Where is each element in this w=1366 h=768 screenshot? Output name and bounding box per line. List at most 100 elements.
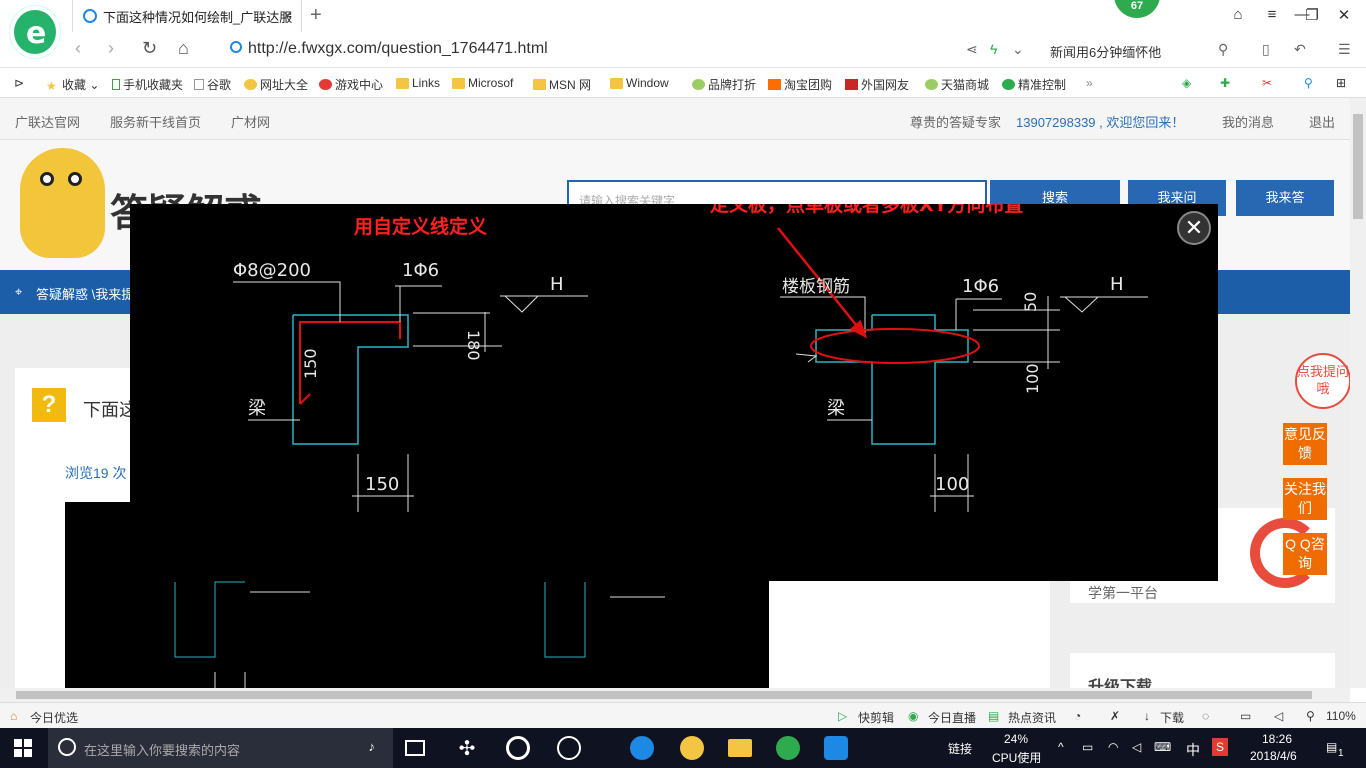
window-icon[interactable]: ▭ <box>1240 709 1252 723</box>
zoom-level[interactable]: 110% <box>1326 709 1356 723</box>
main-menu-icon[interactable]: ☰ <box>1338 41 1351 57</box>
qq-consult-button[interactable]: Q Q咨询 <box>1283 533 1327 575</box>
download-link[interactable]: 下载 <box>1160 711 1185 725</box>
news-ticker[interactable]: 新闻用6分钟缅怀他 <box>1050 45 1162 60</box>
feedback-button[interactable]: 意见反馈 <box>1283 423 1327 465</box>
menu-icon[interactable]: ≡ <box>1267 6 1277 23</box>
bookmark-links[interactable]: Links <box>396 76 440 90</box>
microphone-icon[interactable]: ♪ <box>368 739 376 754</box>
360-browser-taskbar-icon[interactable] <box>776 736 800 760</box>
forward-icon[interactable]: › <box>108 38 114 58</box>
quick-cut-link[interactable]: 快剪辑 <box>858 711 895 725</box>
url-text: http://e.fwxgx.com/question_1764471.html <box>248 40 548 57</box>
chevron-down-icon[interactable]: ⌄ <box>1012 41 1024 57</box>
speed-icon[interactable]: ◔ <box>1074 709 1082 723</box>
bookmark-taobao[interactable]: 淘宝团购 <box>768 76 832 93</box>
restore-button[interactable]: ❐ <box>1305 7 1319 24</box>
share-icon[interactable]: ⋖ <box>966 41 978 57</box>
close-window-button[interactable]: ✕ <box>1337 7 1351 24</box>
bookmark-brand-discount[interactable]: 品牌打折 <box>692 76 756 93</box>
bookmark-google[interactable]: 谷歌 <box>194 76 231 93</box>
my-messages-link[interactable]: 我的消息 <box>1222 115 1275 130</box>
hot-news-link[interactable]: 热点资讯 <box>1008 711 1057 725</box>
sidebar-toggle-icon[interactable]: ⊳ <box>14 76 25 90</box>
scissors-icon[interactable]: ✂ <box>1262 76 1273 90</box>
link-service-home[interactable]: 服务新干线首页 <box>110 115 202 130</box>
lightning-icon[interactable]: ϟ <box>990 41 998 57</box>
link-material-net[interactable]: 广材网 <box>231 115 271 130</box>
bookmark-favorites[interactable]: ★收藏 ⌄ <box>46 77 100 94</box>
horizontal-scrollbar[interactable] <box>0 688 1350 702</box>
task-view-icon[interactable] <box>405 740 425 756</box>
translate-icon[interactable]: ✚ <box>1220 76 1231 90</box>
ime-indicator[interactable]: 中 <box>1186 742 1200 758</box>
tray-chevron-icon[interactable]: ^ <box>1058 740 1064 754</box>
bookmark-foreign-friends[interactable]: 外国网友 <box>845 76 909 93</box>
clean-icon[interactable]: ◌ <box>1202 709 1210 723</box>
battery-icon[interactable]: ▭ <box>1082 740 1094 754</box>
home-icon[interactable]: ⌂ <box>178 38 189 58</box>
follow-us-button[interactable]: 关注我们 <box>1283 478 1327 520</box>
browser-tab[interactable]: 下面这种情况如何绘制_广联达服 ✕ <box>72 0 302 32</box>
upgrade-card[interactable]: 升级下载 <box>1070 653 1335 688</box>
keyboard-icon[interactable]: ⌨ <box>1154 740 1172 754</box>
ie-icon[interactable] <box>506 736 530 760</box>
vertical-scroll-thumb[interactable] <box>1353 114 1363 219</box>
speaker-icon[interactable]: ◁ <box>1132 740 1142 754</box>
back-icon[interactable]: ‹ <box>75 38 81 58</box>
breadcrumb[interactable]: 答疑解惑 \我来提 <box>36 287 135 302</box>
slab-rebar-label: 楼板钢筋 <box>782 277 850 297</box>
fan-icon[interactable]: ✣ <box>458 738 476 760</box>
right-top-bar-label: 1Φ6 <box>962 276 999 297</box>
file-explorer-icon[interactable] <box>728 739 752 757</box>
windows-start-icon[interactable] <box>14 739 32 757</box>
notification-badge[interactable]: 67 <box>1114 0 1160 18</box>
bookmark-microsoft[interactable]: Microsof <box>452 76 513 90</box>
bookmark-games[interactable]: 游戏中心 <box>319 76 383 93</box>
answer-question-button[interactable]: 我来答 <box>1236 180 1334 216</box>
lightbox-close-button[interactable]: ✕ <box>1177 211 1211 245</box>
sogou-icon[interactable]: S <box>1212 738 1229 756</box>
horizontal-scroll-thumb[interactable] <box>16 691 1312 699</box>
link-glodon-official[interactable]: 广联达官网 <box>15 115 81 130</box>
tab-close-icon[interactable]: ✕ <box>282 8 293 23</box>
tools-icon[interactable]: ✗ <box>1110 709 1121 723</box>
clock-date[interactable]: 2018/4/6 <box>1250 749 1297 763</box>
shield-icon[interactable]: ◈ <box>1182 76 1192 90</box>
volume-icon[interactable]: ◁ <box>1274 709 1284 723</box>
user-greeting[interactable]: 13907298339 , 欢迎您回来！ <box>1016 115 1185 130</box>
internet-explorer-icon[interactable] <box>680 736 704 760</box>
bookmark-precision[interactable]: 精准控制 <box>1002 76 1066 93</box>
more-bookmarks-icon[interactable]: » <box>1086 76 1093 90</box>
bookmark-mobile[interactable]: 手机收藏夹 <box>112 76 183 93</box>
wifi-icon[interactable]: ◠ <box>1108 740 1119 754</box>
vertical-scrollbar[interactable] <box>1350 98 1366 688</box>
search-icon[interactable]: ⚲ <box>1218 41 1229 57</box>
shirt-skin-icon[interactable]: ⌂ <box>1233 6 1243 23</box>
logout-link[interactable]: 退出 <box>1309 115 1336 130</box>
bookmark-web-directory[interactable]: 网址大全 <box>244 76 308 93</box>
today-pick-link[interactable]: 今日优选 <box>30 711 79 725</box>
apps-grid-icon[interactable]: ⊞ <box>1336 76 1347 90</box>
mascot-eye <box>40 172 54 186</box>
ask-me-bubble[interactable]: 点我提问哦 <box>1295 353 1350 409</box>
edge-icon[interactable] <box>630 736 654 760</box>
url-field[interactable]: http://e.fwxgx.com/question_1764471.html <box>230 40 548 58</box>
clock-time[interactable]: 18:26 <box>1262 732 1293 746</box>
minimize-button[interactable]: — <box>1294 6 1310 23</box>
bookmark-msn[interactable]: MSN 网 <box>533 76 591 93</box>
spiral-app-icon[interactable] <box>557 736 581 760</box>
app-plus-icon[interactable] <box>824 736 848 760</box>
magnifier-icon[interactable]: ⚲ <box>1304 76 1313 90</box>
link-label[interactable]: 链接 <box>948 742 973 756</box>
phone-icon[interactable]: ▯ <box>1262 41 1270 57</box>
live-link[interactable]: 今日直播 <box>928 711 977 725</box>
taskbar-search-input[interactable]: 在这里输入你要搜索的内容 ♪ <box>48 728 393 768</box>
notification-center-icon[interactable]: ▤ <box>1326 740 1338 754</box>
bookmark-windows[interactable]: Window <box>610 76 669 90</box>
undo-icon[interactable]: ↶ <box>1294 41 1306 57</box>
new-tab-button[interactable]: + <box>310 4 322 26</box>
browser-logo-icon[interactable]: e <box>10 6 60 58</box>
refresh-icon[interactable]: ↻ <box>142 38 158 58</box>
bookmark-tmall[interactable]: 天猫商城 <box>925 76 989 93</box>
